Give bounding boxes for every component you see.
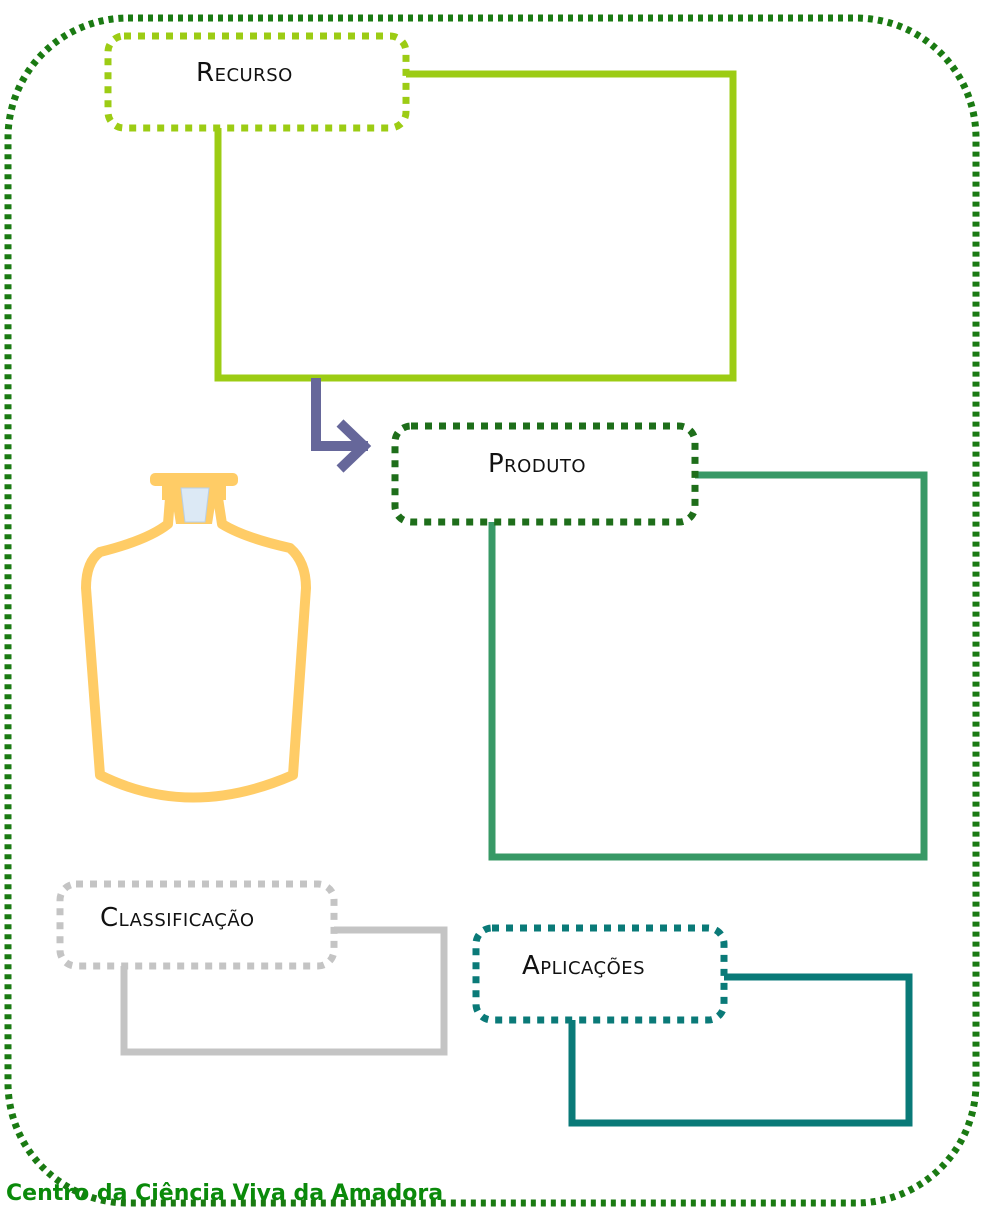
produto-box	[488, 471, 928, 861]
arrow-right-icon	[311, 378, 372, 473]
recurso-label-box	[104, 32, 410, 132]
aplicacoes-box	[568, 973, 913, 1127]
classificacao-label-box	[56, 880, 338, 970]
produto-label-box	[391, 422, 699, 526]
recurso-box	[214, 70, 737, 382]
produto-label: Produto	[488, 449, 587, 479]
outer-frame	[4, 14, 980, 1207]
aplicacoes-label: Aplicações	[522, 951, 646, 981]
classificacao-label: Classificação	[100, 903, 255, 933]
aplicacoes-label-box	[472, 924, 728, 1024]
footer-credit: Centro da Ciência Viva da Amadora	[6, 1181, 444, 1206]
flask-bottle-icon	[81, 473, 311, 803]
recurso-label: Recurso	[196, 58, 293, 88]
